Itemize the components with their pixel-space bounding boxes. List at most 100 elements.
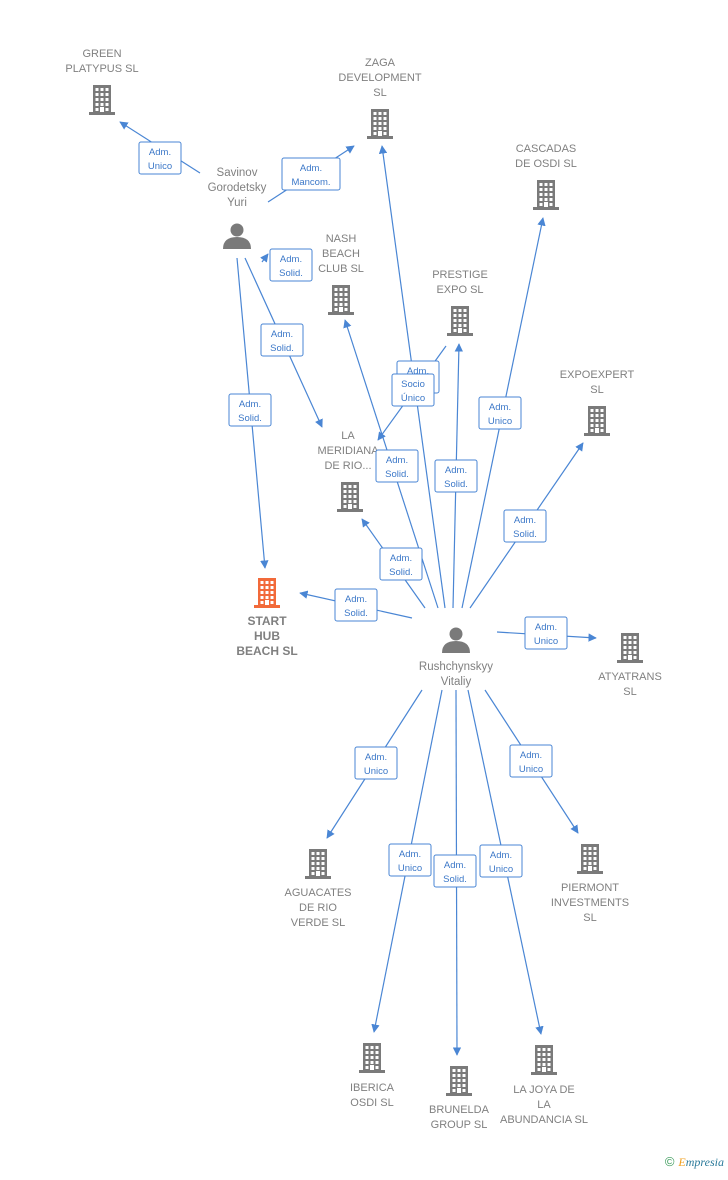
brand-initial: E	[678, 1155, 686, 1169]
edge-label-text: Adm.	[490, 850, 512, 861]
edge-label-box	[388, 843, 432, 877]
edge-label-text: Adm.	[489, 402, 511, 413]
person-label-line: Savinov	[217, 167, 258, 179]
edge-label-text: Adm.	[271, 329, 293, 340]
company-label-line: GREEN	[82, 48, 121, 60]
edge-label-rushchynskyy-to-brunelda: Adm.Solid.	[433, 854, 477, 888]
edge-label-text: Adm.	[445, 465, 467, 476]
edge-label-rushchynskyy-to-la_meridiana: Adm.Solid.	[379, 547, 423, 581]
edge-label-rushchynskyy-to-piermont: Adm. Unico	[509, 744, 553, 778]
edge-label-text: Adm.	[407, 366, 429, 377]
edge-label-text: Adm.	[365, 752, 387, 763]
company-label-line: IBERICA	[350, 1082, 395, 1094]
edge-label-box	[354, 746, 398, 780]
building-icon	[328, 285, 354, 315]
person-label-line: Yuri	[227, 197, 247, 209]
company-label-line: DE RIO...	[324, 460, 371, 472]
company-node-brunelda[interactable]: BRUNELDA GROUP SL	[429, 1066, 490, 1131]
edge-label-box	[524, 616, 568, 650]
company-label-line: SL	[583, 912, 596, 924]
edge-label-text: Solid.	[443, 874, 467, 885]
edge-label-rushchynskyy-to-iberica: Adm.Unico	[388, 843, 432, 877]
edge-label-text: Socio	[401, 379, 425, 390]
person-label-line: Vitaliy	[441, 676, 472, 688]
company-label-line: SL	[373, 87, 386, 99]
edge-label-rushchynskyy-to-nash: Adm. Solid.	[375, 449, 419, 483]
edge-label-text: Unico	[534, 636, 558, 647]
edge-label-text: Adm.	[386, 455, 408, 466]
company-label-line: PIERMONT	[561, 882, 619, 894]
edge-label-text: Adm.	[280, 254, 302, 265]
building-icon	[337, 482, 363, 512]
edge-label-box	[281, 157, 341, 191]
edge-label-text: Unico	[398, 863, 422, 874]
edge-label-text: Unico	[519, 764, 543, 775]
company-node-green-platypus[interactable]: GREEN PLATYPUS SL	[65, 48, 139, 115]
company-label-line: INVESTMENTS	[551, 897, 629, 909]
company-node-piermont[interactable]: PIERMONT INVESTMENTS SL	[551, 844, 629, 924]
edge-label-text: Solid.	[389, 567, 413, 578]
company-label-line: PLATYPUS SL	[65, 63, 138, 75]
edge-label-box	[479, 844, 523, 878]
copyright-symbol: ©	[664, 1154, 675, 1169]
edge-label-rushchynskyy-to-start_hub: Adm.Solid.	[334, 588, 378, 622]
building-icon	[446, 1066, 472, 1096]
edge-label-box	[375, 449, 419, 483]
edge-label-box	[138, 141, 182, 175]
company-label-line: DE RIO	[299, 902, 337, 914]
person-label-line: Rushchynskyy	[419, 661, 493, 673]
edge-label-text: Adm.	[149, 147, 171, 158]
person-label-line: Gorodetsky	[208, 182, 267, 194]
edge-savinov-to-nash	[260, 253, 269, 263]
company-label-line: GROUP SL	[431, 1119, 488, 1131]
person-icon	[223, 223, 251, 249]
company-label-line: BRUNELDA	[429, 1104, 490, 1116]
company-label-line: EXPO SL	[436, 284, 483, 296]
edge-label-box	[503, 509, 547, 543]
edge-label-text: Solid.	[279, 268, 303, 279]
edge-label-text: Adm.	[520, 750, 542, 761]
edge-label-text: Solid.	[385, 469, 409, 480]
edge-label-box	[509, 744, 553, 778]
edge-label-box	[391, 373, 435, 407]
company-label-line: NASH	[326, 233, 357, 245]
edge-label-savinov-to-green_platypus: Adm.Unico	[138, 141, 182, 175]
edge-label-rushchynskyy-to-aguacates: Adm.Unico	[354, 746, 398, 780]
edge-label-savinov-to-zaga: Adm.Mancom.	[281, 157, 341, 191]
edge-label-text: Unico	[489, 864, 513, 875]
edge-label-savinov-to-start_hub: Adm.Solid.	[228, 393, 272, 427]
building-icon	[447, 306, 473, 336]
company-label-line: BEACH SL	[236, 644, 297, 658]
edge-label-savinov-to-la_meridiana: Adm.Solid.	[260, 323, 304, 357]
edge-label-box	[260, 323, 304, 357]
edge-label-box	[228, 393, 272, 427]
company-label-line: LA JOYA DE	[513, 1084, 575, 1096]
company-label-line: BEACH	[322, 248, 360, 260]
edge-label-text: Solid.	[444, 479, 468, 490]
building-icon	[577, 844, 603, 874]
company-label-line: ATYATRANS	[598, 671, 662, 683]
edge-label-text: Adm.	[239, 399, 261, 410]
company-label-line: VERDE SL	[291, 917, 345, 929]
